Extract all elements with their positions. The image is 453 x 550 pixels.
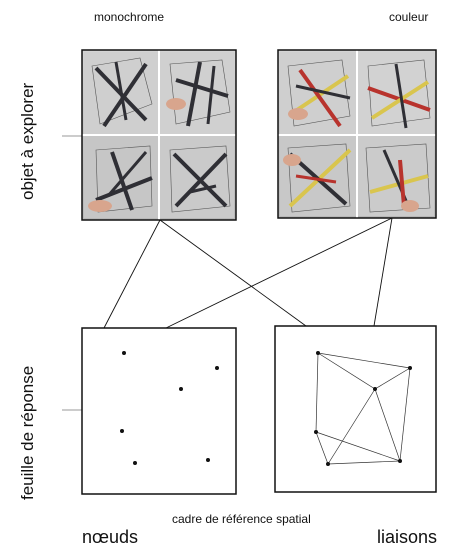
node-dot (120, 429, 124, 433)
label-noeuds: nœuds (82, 527, 139, 547)
node-dot (179, 387, 183, 391)
node-dot (316, 351, 320, 355)
color-photo-3 (280, 136, 356, 216)
link-edge (374, 367, 411, 390)
node-dot (326, 462, 330, 466)
response-sheet-noeuds (81, 327, 237, 495)
response-sheet-liaisons (274, 325, 437, 493)
monochrome-photo-grid (81, 49, 237, 221)
node-dot (122, 351, 126, 355)
link-edge (374, 388, 401, 462)
link-edge (315, 352, 319, 433)
label-monochrome: monochrome (94, 10, 165, 24)
link-edge (399, 367, 411, 462)
connectors (103, 217, 393, 329)
color-photo-1 (280, 52, 356, 134)
link-edge (327, 460, 401, 465)
label-cadre-de-reference: cadre de référence spatial (172, 512, 311, 526)
mono-photo-4 (160, 136, 234, 218)
node-dot (215, 366, 219, 370)
label-liaisons: liaisons (377, 527, 438, 547)
link-edge (327, 388, 376, 465)
node-dot (408, 366, 412, 370)
mono-photo-3 (84, 136, 158, 218)
node-dot (206, 458, 210, 462)
link-edge (315, 431, 329, 465)
link-edge (317, 352, 411, 369)
label-couleur: couleur (389, 10, 429, 24)
color-photo-2 (358, 52, 434, 134)
node-dot (398, 459, 402, 463)
mono-photo-2 (160, 52, 234, 134)
connector-mono-to-noeuds (103, 219, 161, 329)
color-photo-4 (358, 136, 434, 216)
connector-color-to-noeuds (165, 217, 393, 329)
link-edge (315, 431, 401, 462)
node-dot (314, 430, 318, 434)
mono-photo-1 (84, 52, 158, 134)
node-dot (373, 387, 377, 391)
couleur-photo-grid (277, 49, 437, 219)
link-edge (317, 352, 376, 390)
connector-color-to-liaisons (373, 217, 393, 327)
connector-mono-to-liaisons (159, 219, 307, 327)
node-dot (133, 461, 137, 465)
